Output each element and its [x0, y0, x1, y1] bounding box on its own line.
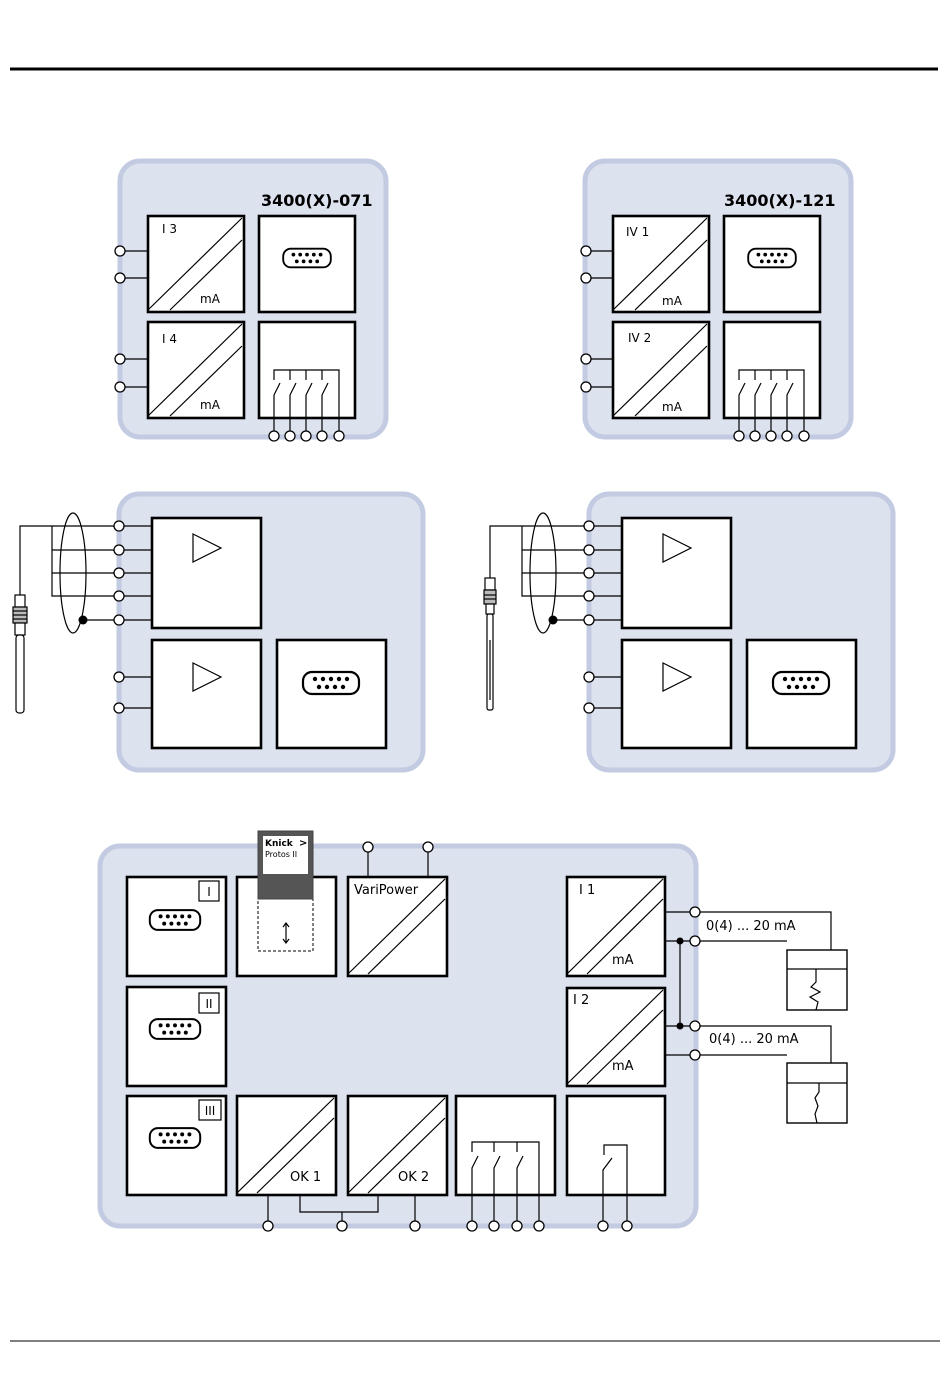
- input-amplifier-2: [152, 640, 261, 748]
- dsub9-connector-icon: [150, 1128, 200, 1148]
- current-output-i4: I 4 mA: [148, 322, 244, 418]
- range-label: 0(4) ... 20 mA: [706, 919, 796, 934]
- conductivity-sensor-icon: [484, 578, 496, 710]
- relay-block: [724, 322, 820, 432]
- ok2-output: OK 2: [348, 1096, 447, 1195]
- input-amplifier-2: [622, 640, 731, 748]
- slot-label: II: [205, 997, 212, 1011]
- output-label: I 4: [162, 332, 177, 346]
- dsub9-connector-icon: [150, 1019, 200, 1039]
- dsub9-connector-icon: [748, 249, 796, 268]
- card-product: Protos II: [265, 850, 297, 859]
- current-output-iv1: IV 1 mA: [613, 216, 709, 312]
- input-amplifier-1: [622, 518, 731, 628]
- serial-port-block: [747, 640, 856, 748]
- dsub9-connector-icon: [150, 910, 200, 930]
- unit-label: mA: [612, 953, 634, 968]
- base-unit: I II III Knick >: [100, 831, 847, 1231]
- card-brand: Knick: [265, 839, 294, 849]
- sensor-cable: [490, 513, 589, 633]
- dsub9-connector-icon: [773, 672, 829, 694]
- slot-iii: III: [127, 1096, 226, 1195]
- slot-label: III: [205, 1104, 216, 1118]
- power-label: VariPower: [354, 883, 419, 898]
- recorder-icon: [787, 950, 847, 1010]
- unit-label: mA: [200, 292, 221, 306]
- serial-port-block: [724, 216, 820, 312]
- serial-port-block: [277, 640, 386, 748]
- output-label: IV 2: [628, 331, 651, 345]
- dsub9-connector-icon: [303, 672, 359, 694]
- recorder-icon: [787, 1063, 847, 1123]
- unit-label: mA: [662, 400, 683, 414]
- memory-card: Knick > Protos II: [258, 831, 313, 899]
- unit-label: mA: [200, 398, 221, 412]
- current-output-i3: I 3 mA: [148, 216, 244, 312]
- ok1-label: OK 1: [290, 1170, 321, 1185]
- current-output-iv2: IV 2 mA: [613, 322, 709, 418]
- ok2-label: OK 2: [398, 1170, 429, 1185]
- ok1-output: OK 1: [237, 1096, 336, 1195]
- range-label: 0(4) ... 20 mA: [709, 1032, 799, 1047]
- module-3400-121: 3400(X)-121 IV 1 mA IV 2 mA: [581, 161, 851, 441]
- current-output-i2: I 2 mA: [567, 988, 665, 1086]
- dsub9-connector-icon: [283, 249, 331, 268]
- output-label: IV 1: [626, 225, 649, 239]
- slot-ii: II: [127, 987, 226, 1086]
- output-label: I 2: [573, 993, 589, 1008]
- module-3400-071: 3400(X)-071 I 3 mA I 4 mA: [115, 161, 386, 441]
- module-title: 3400(X)-071: [261, 191, 373, 210]
- ph-sensor-icon: [13, 540, 27, 713]
- serial-port-block: [259, 216, 355, 312]
- chevron-right-icon: >: [299, 838, 307, 849]
- relay-block: [259, 322, 355, 432]
- current-output-i1: I 1 mA: [567, 877, 665, 976]
- slot-i: I: [127, 877, 226, 976]
- measuring-module-right: [484, 494, 893, 770]
- output-label: I 3: [162, 222, 177, 236]
- unit-label: mA: [612, 1059, 634, 1074]
- slot-label: I: [207, 885, 211, 899]
- unit-label: mA: [662, 294, 683, 308]
- sensor-cable: [20, 513, 119, 633]
- output-label: I 1: [579, 883, 595, 898]
- input-amplifier-1: [152, 518, 261, 628]
- module-title: 3400(X)-121: [724, 191, 836, 210]
- measuring-module-left: [13, 494, 423, 770]
